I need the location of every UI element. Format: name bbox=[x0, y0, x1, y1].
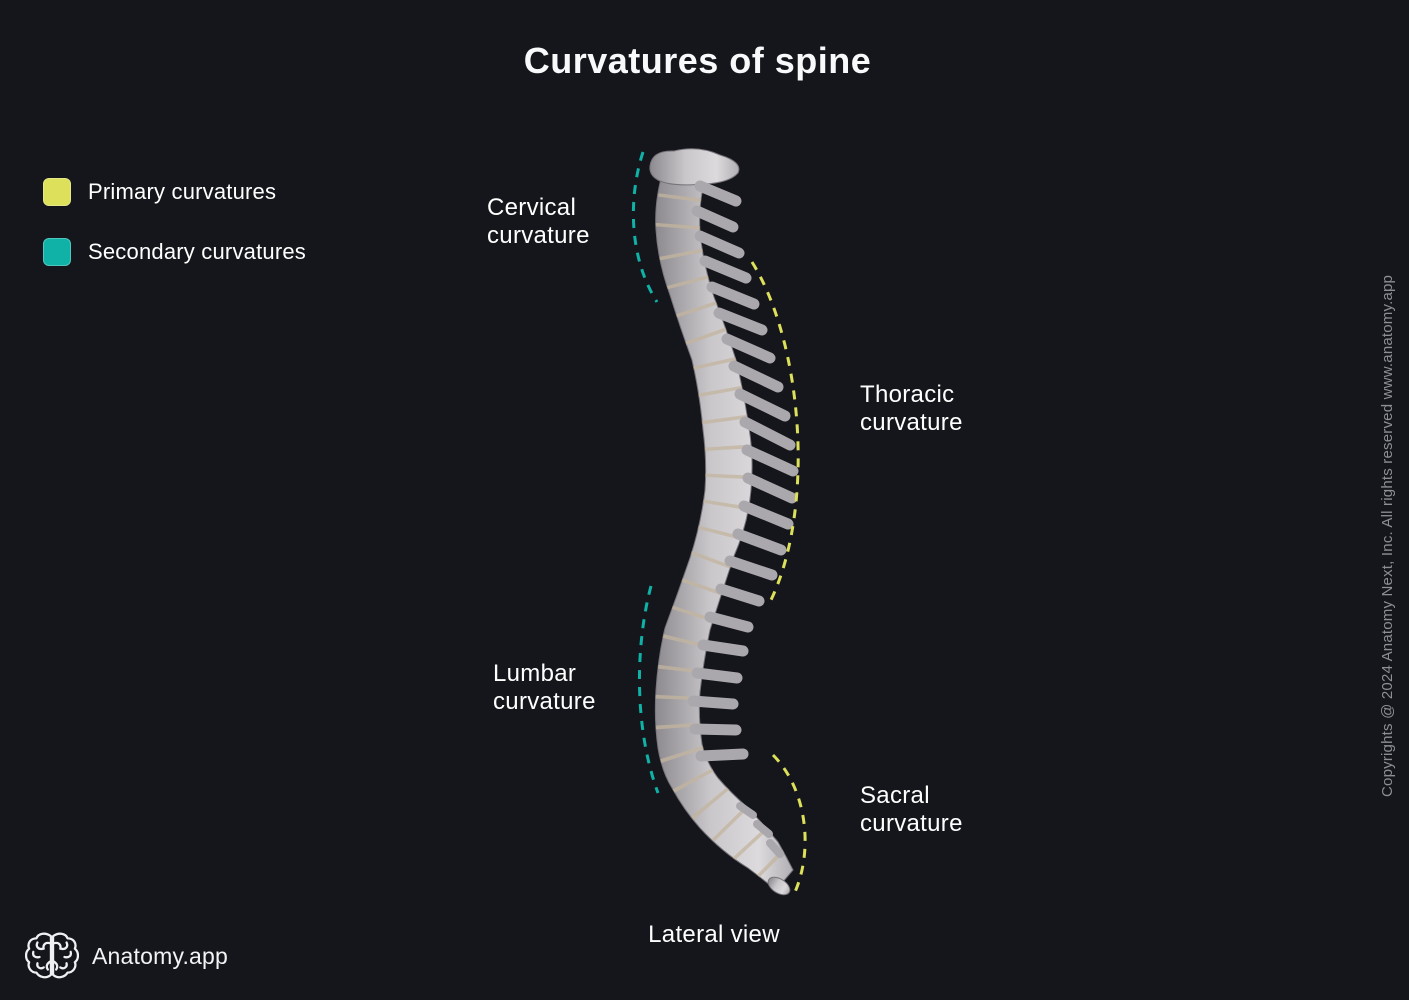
thoracic-curve-line bbox=[750, 261, 800, 601]
legend-item-primary: Primary curvatures bbox=[43, 178, 306, 206]
sacral-curvature-label: Sacral curvature bbox=[860, 782, 963, 837]
cervical-curve-line bbox=[631, 151, 659, 303]
lumbar-curve-line bbox=[637, 585, 660, 794]
brand-name: Anatomy.app bbox=[92, 942, 229, 969]
copyright-watermark: Copyrights @ 2024 Anatomy Next, Inc. All… bbox=[1379, 274, 1396, 797]
spine-3d-model bbox=[649, 148, 799, 896]
lumbar-curvature-label: Lumbar curvature bbox=[493, 660, 596, 715]
brand-logo: Anatomy.app bbox=[25, 929, 228, 983]
brain-icon bbox=[25, 932, 79, 979]
view-caption: Lateral view bbox=[648, 921, 780, 948]
page-title: Curvatures of spine bbox=[523, 40, 872, 81]
legend-item-secondary: Secondary curvatures bbox=[43, 238, 306, 266]
primary-color-swatch bbox=[43, 178, 71, 206]
thoracic-curvature-label: Thoracic curvature bbox=[860, 381, 963, 436]
sacral-ridge bbox=[736, 802, 784, 858]
legend-label-secondary: Secondary curvatures bbox=[88, 239, 306, 264]
sacral-curve-line bbox=[771, 753, 807, 893]
cervical-curvature-label: Cervical curvature bbox=[487, 194, 590, 249]
legend: Primary curvatures Secondary curvatures bbox=[43, 178, 306, 298]
spinous-processes bbox=[687, 180, 799, 762]
secondary-color-swatch bbox=[43, 238, 71, 266]
legend-label-primary: Primary curvatures bbox=[88, 179, 277, 204]
